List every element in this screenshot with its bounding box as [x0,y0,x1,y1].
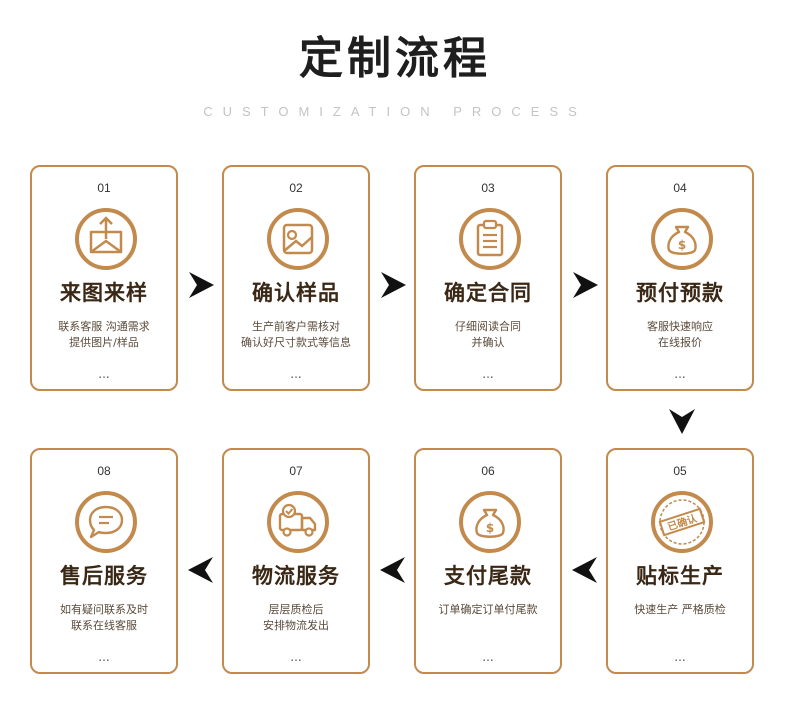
desc-line: 如有疑问联系及时 [60,603,148,616]
more-ellipsis: ... [674,367,686,381]
more-ellipsis: ... [674,650,686,664]
svg-text:$: $ [486,521,494,535]
desc-line: 确认好尺寸款式等信息 [241,336,351,349]
desc-line: 仔细阅读合同 [455,320,521,333]
step-description: 仔细阅读合同 并确认 [422,319,554,351]
arrow-right-icon [381,272,406,298]
desc-line: 联系在线客服 [71,619,137,632]
money-bag-icon: $ [651,208,713,270]
clipboard-icon [459,208,521,270]
delivery-truck-icon [267,491,329,553]
page-title: 定制流程 [299,33,491,84]
step-description: 如有疑问联系及时 联系在线客服 [38,602,170,634]
desc-line: 联系客服 沟通需求 [58,320,150,333]
desc-line: 客服快速响应 [647,320,713,333]
page-subtitle: CUSTOMIZATION PROCESS [203,104,587,119]
step-title: 支付尾款 [444,564,532,588]
more-ellipsis: ... [482,367,494,381]
step-description: 订单确定订单付尾款 [422,602,554,618]
arrow-left-icon [572,557,597,583]
money-bag-icon: $ [459,491,521,553]
chat-bubble-icon [75,491,137,553]
step-title: 物流服务 [252,564,340,588]
step-card-06: 06 $ 支付尾款 订单确定订单付尾款 ... [414,448,562,674]
step-description: 联系客服 沟通需求 提供图片/样品 [38,319,170,351]
step-number: 07 [289,464,303,478]
confirmed-stamp-icon: 已确认 [651,491,713,553]
step-number: 06 [481,464,495,478]
desc-line: 并确认 [471,336,505,349]
image-icon [267,208,329,270]
more-ellipsis: ... [98,650,110,664]
step-number: 01 [97,181,111,195]
more-ellipsis: ... [290,367,302,381]
step-title: 确认样品 [252,281,340,305]
step-card-03: 03 确定合同 仔细阅读合同 并确认 ... [414,165,562,391]
envelope-icon [75,208,137,270]
step-card-05: 05 已确认 贴标生产 快速生产 严格质检 ... [606,448,754,674]
desc-line: 层层质检后 [268,603,324,616]
desc-line: 在线报价 [658,336,702,349]
more-ellipsis: ... [98,367,110,381]
svg-text:$: $ [678,238,686,252]
step-title: 来图来样 [60,281,148,305]
desc-line: 安排物流发出 [263,619,329,632]
arrow-down-icon [669,409,695,434]
step-number: 08 [97,464,111,478]
desc-line: 提供图片/样品 [69,336,139,349]
step-card-07: 07 物流服务 层层质检后 安排物流发出 ... [222,448,370,674]
step-card-01: 01 来图来样 联系客服 沟通需求 提供图片/样品 ... [30,165,178,391]
step-number: 04 [673,181,687,195]
desc-line: 订单确定订单付尾款 [438,603,538,616]
step-description: 生产前客户需核对 确认好尺寸款式等信息 [230,319,362,351]
arrow-left-icon [380,557,405,583]
step-title: 预付预款 [636,281,724,305]
step-number: 05 [673,464,687,478]
step-card-02: 02 确认样品 生产前客户需核对 确认好尺寸款式等信息 ... [222,165,370,391]
step-title: 售后服务 [60,564,148,588]
step-description: 层层质检后 安排物流发出 [230,602,362,634]
arrow-right-icon [189,272,214,298]
desc-line: 快速生产 严格质检 [634,603,726,616]
more-ellipsis: ... [290,650,302,664]
arrow-right-icon [573,272,598,298]
step-description: 快速生产 严格质检 [614,602,746,618]
arrow-left-icon [188,557,213,583]
step-title: 确定合同 [444,281,532,305]
more-ellipsis: ... [482,650,494,664]
step-number: 02 [289,181,303,195]
desc-line: 生产前客户需核对 [252,320,340,333]
step-card-04: 04 $ 预付预款 客服快速响应 在线报价 ... [606,165,754,391]
step-number: 03 [481,181,495,195]
step-description: 客服快速响应 在线报价 [614,319,746,351]
step-card-08: 08 售后服务 如有疑问联系及时 联系在线客服 ... [30,448,178,674]
step-title: 贴标生产 [636,564,724,588]
